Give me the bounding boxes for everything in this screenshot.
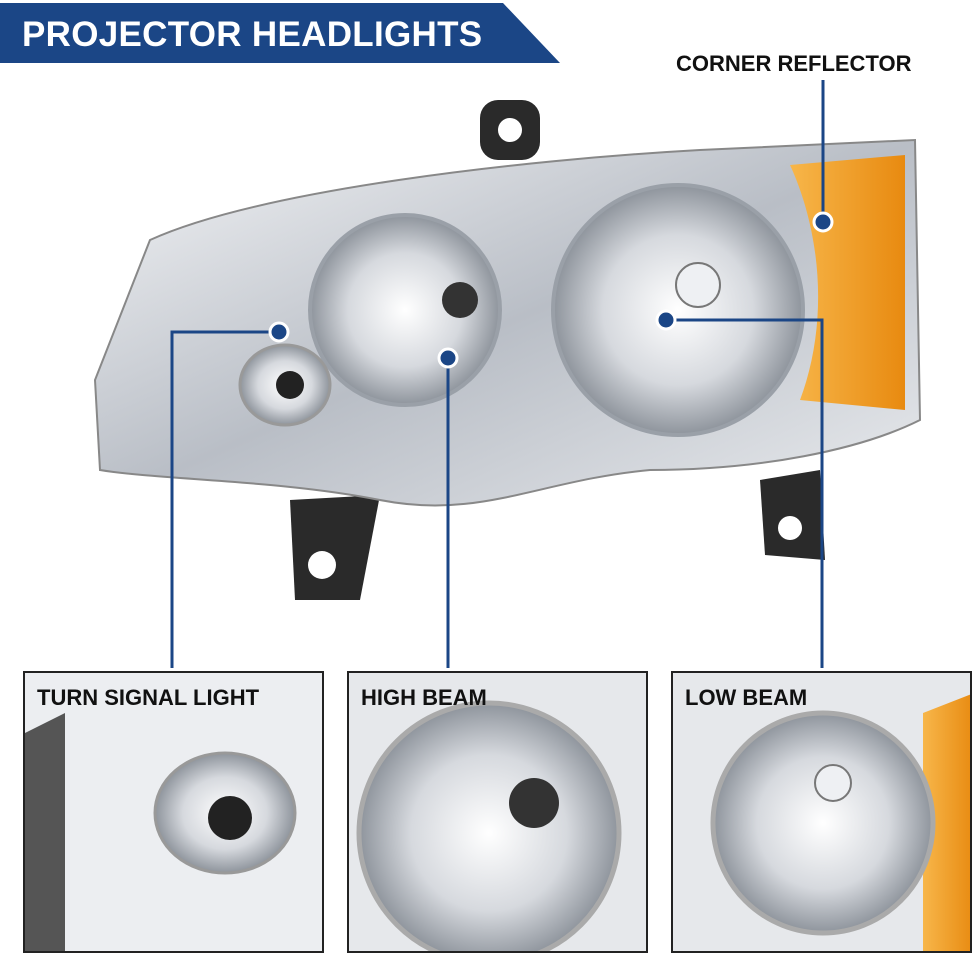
- low-beam-closeup: [673, 673, 970, 951]
- detail-label: HIGH BEAM: [361, 685, 487, 710]
- turn-signal-marker: [268, 321, 290, 343]
- detail-turn-signal: TURN SIGNAL LIGHT: [23, 671, 324, 953]
- low-beam-lens: [551, 183, 805, 437]
- detail-low-beam: LOW BEAM: [671, 671, 972, 953]
- low-beam-marker: [655, 309, 677, 331]
- high-beam-marker: [437, 347, 459, 369]
- detail-label: LOW BEAM: [685, 685, 808, 710]
- banner-title: PROJECTOR HEADLIGHTS: [22, 15, 483, 54]
- turn-signal-closeup: [25, 673, 322, 951]
- detail-label: TURN SIGNAL LIGHT: [37, 685, 260, 710]
- callout-dots: [268, 211, 834, 369]
- high-beam-closeup: [349, 673, 646, 951]
- corner-reflector-label: CORNER REFLECTOR: [676, 51, 912, 76]
- callout-lines: [170, 80, 825, 668]
- title-banner: PROJECTOR HEADLIGHTS: [0, 3, 560, 63]
- mounting-tabs: [290, 100, 825, 600]
- corner-reflector-marker: [812, 211, 834, 233]
- detail-high-beam: HIGH BEAM: [347, 671, 648, 953]
